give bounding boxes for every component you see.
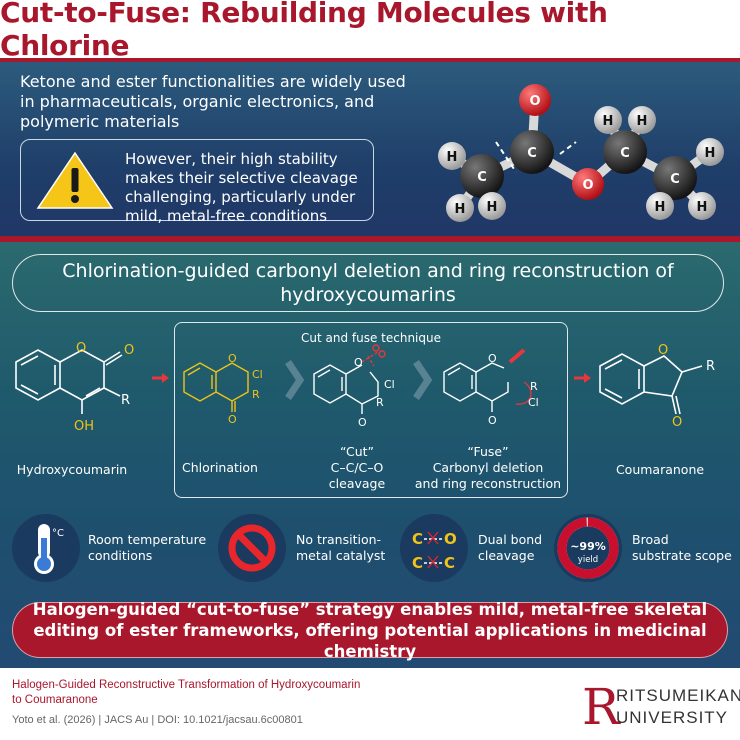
paper-title: Halogen-Guided Reconstructive Transforma… [12,679,361,706]
scheme-structures: O O OH R O O Cl R [15,341,715,434]
page-title: Cut-to-Fuse: Rebuilding Molecules with C… [0,0,608,62]
svg-text:R: R [706,359,715,374]
svg-text:~99%: ~99% [570,540,606,553]
cut-bond-label: C–C/C–O [330,460,384,475]
reaction-scheme: Cut and fuse technique O O OH R [0,322,740,502]
svg-text:O: O [658,343,668,358]
warning-box: However, their high stability makes thei… [20,139,374,225]
metal-line-2: metal catalyst [296,548,386,563]
conclusion-text: Halogen-guided “cut-to-fuse” strategy en… [32,599,708,661]
method-headline-text: Chlorination-guided carbonyl deletion an… [62,260,674,306]
logo-mark: R [582,678,620,736]
svg-text:C: C [477,170,487,185]
section-divider [0,236,740,242]
cut-structure [313,364,379,414]
intro-panel: Ketone and ester functionalities are wid… [0,62,740,240]
svg-text:H: H [705,146,716,161]
cut-label: “Cut” [339,444,375,459]
hydroxycoumarin-structure [15,349,123,414]
svg-text:Cl: Cl [384,378,395,391]
svg-text:C: C [620,146,630,161]
scope-line-1: Broad [632,532,669,547]
coumaranone-label: Coumaranone [615,462,705,477]
method-panel: Chlorination-guided carbonyl deletion an… [0,242,740,668]
svg-text:R: R [530,380,538,393]
svg-text:H: H [455,202,466,217]
svg-text:R: R [252,388,260,401]
svg-text:Cl: Cl [252,368,263,381]
svg-text:O: O [76,341,86,356]
thermometer-icon: °C [12,514,80,582]
ethyl-acetate-molecule: O C C H H H O C H H C H H H [438,84,724,222]
feature-row: °C Room temperature conditions No transi… [0,514,740,584]
cut-box-title: Cut and fuse technique [300,331,441,345]
chlorinated-structure [183,362,249,412]
yield-gauge: ~99% yield [554,514,622,582]
method-headline: Chlorination-guided carbonyl deletion an… [12,254,724,312]
svg-text:R: R [121,393,130,408]
temp-line-1: Room temperature [88,532,207,547]
svg-text:C: C [412,554,423,572]
svg-text:O: O [582,178,593,193]
svg-text:R: R [376,396,384,409]
svg-text:C: C [670,172,680,187]
svg-text:OH: OH [74,419,94,434]
footer: Halogen-Guided Reconstructive Transforma… [0,668,740,740]
cut-cleavage-label: cleavage [328,476,386,491]
scope-line-2: substrate scope [632,548,732,563]
chlorination-label: Chlorination [182,460,258,475]
warning-icon [36,151,114,209]
svg-text:H: H [487,200,498,215]
svg-text:O: O [124,343,134,358]
university-logo: R RITSUMEIKAN UNIVERSITY [582,678,740,736]
svg-text:O: O [354,356,363,369]
ring-reconstruction-label: and ring reconstruction [414,476,562,491]
bond-line-1: Dual bond [478,532,543,547]
svg-text:O: O [358,416,367,429]
svg-text:O: O [444,530,457,548]
svg-text:C: C [412,530,423,548]
hydroxycoumarin-label: Hydroxycoumarin [16,462,128,477]
svg-text:O: O [529,94,540,109]
svg-text:H: H [697,200,708,215]
svg-text:O: O [488,414,497,427]
logo-line-1: RITSUMEIKAN [616,686,740,705]
svg-text:H: H [447,150,458,165]
title-bar: Cut-to-Fuse: Rebuilding Molecules with C… [0,0,740,62]
bond-line-2: cleavage [478,548,535,563]
svg-text:C: C [444,554,455,572]
citation: Yoto et al. (2026) | JACS Au | DOI: 10.1… [12,714,303,726]
warning-text: However, their high stability makes thei… [125,150,358,225]
logo-line-2: UNIVERSITY [616,708,729,727]
fuse-label: “Fuse” [467,444,509,459]
fuse-structure [443,362,509,412]
scissors-icon [361,344,386,367]
svg-text:C: C [527,146,537,161]
svg-text:O: O [228,352,237,365]
cut-and-fuse-box: Cut and fuse technique [174,322,568,498]
carbonyl-deletion-label: Carbonyl deletion [432,460,544,475]
intro-text: Ketone and ester functionalities are wid… [20,72,406,131]
coumaranone-structure [599,353,703,415]
svg-text:O: O [228,413,237,426]
svg-text:°C: °C [52,528,64,539]
svg-text:Cl: Cl [528,396,539,409]
metal-line-1: No transition- [296,532,382,547]
svg-text:H: H [655,200,666,215]
dual-bond-icon: C O C C [400,514,468,582]
svg-text:yield: yield [578,555,598,565]
svg-text:O: O [672,415,682,430]
no-metal-icon [218,514,286,582]
svg-text:O: O [488,352,497,365]
conclusion-banner: Halogen-guided “cut-to-fuse” strategy en… [12,600,728,661]
svg-text:H: H [637,114,648,129]
svg-text:H: H [603,114,614,129]
temp-line-2: conditions [88,548,153,563]
